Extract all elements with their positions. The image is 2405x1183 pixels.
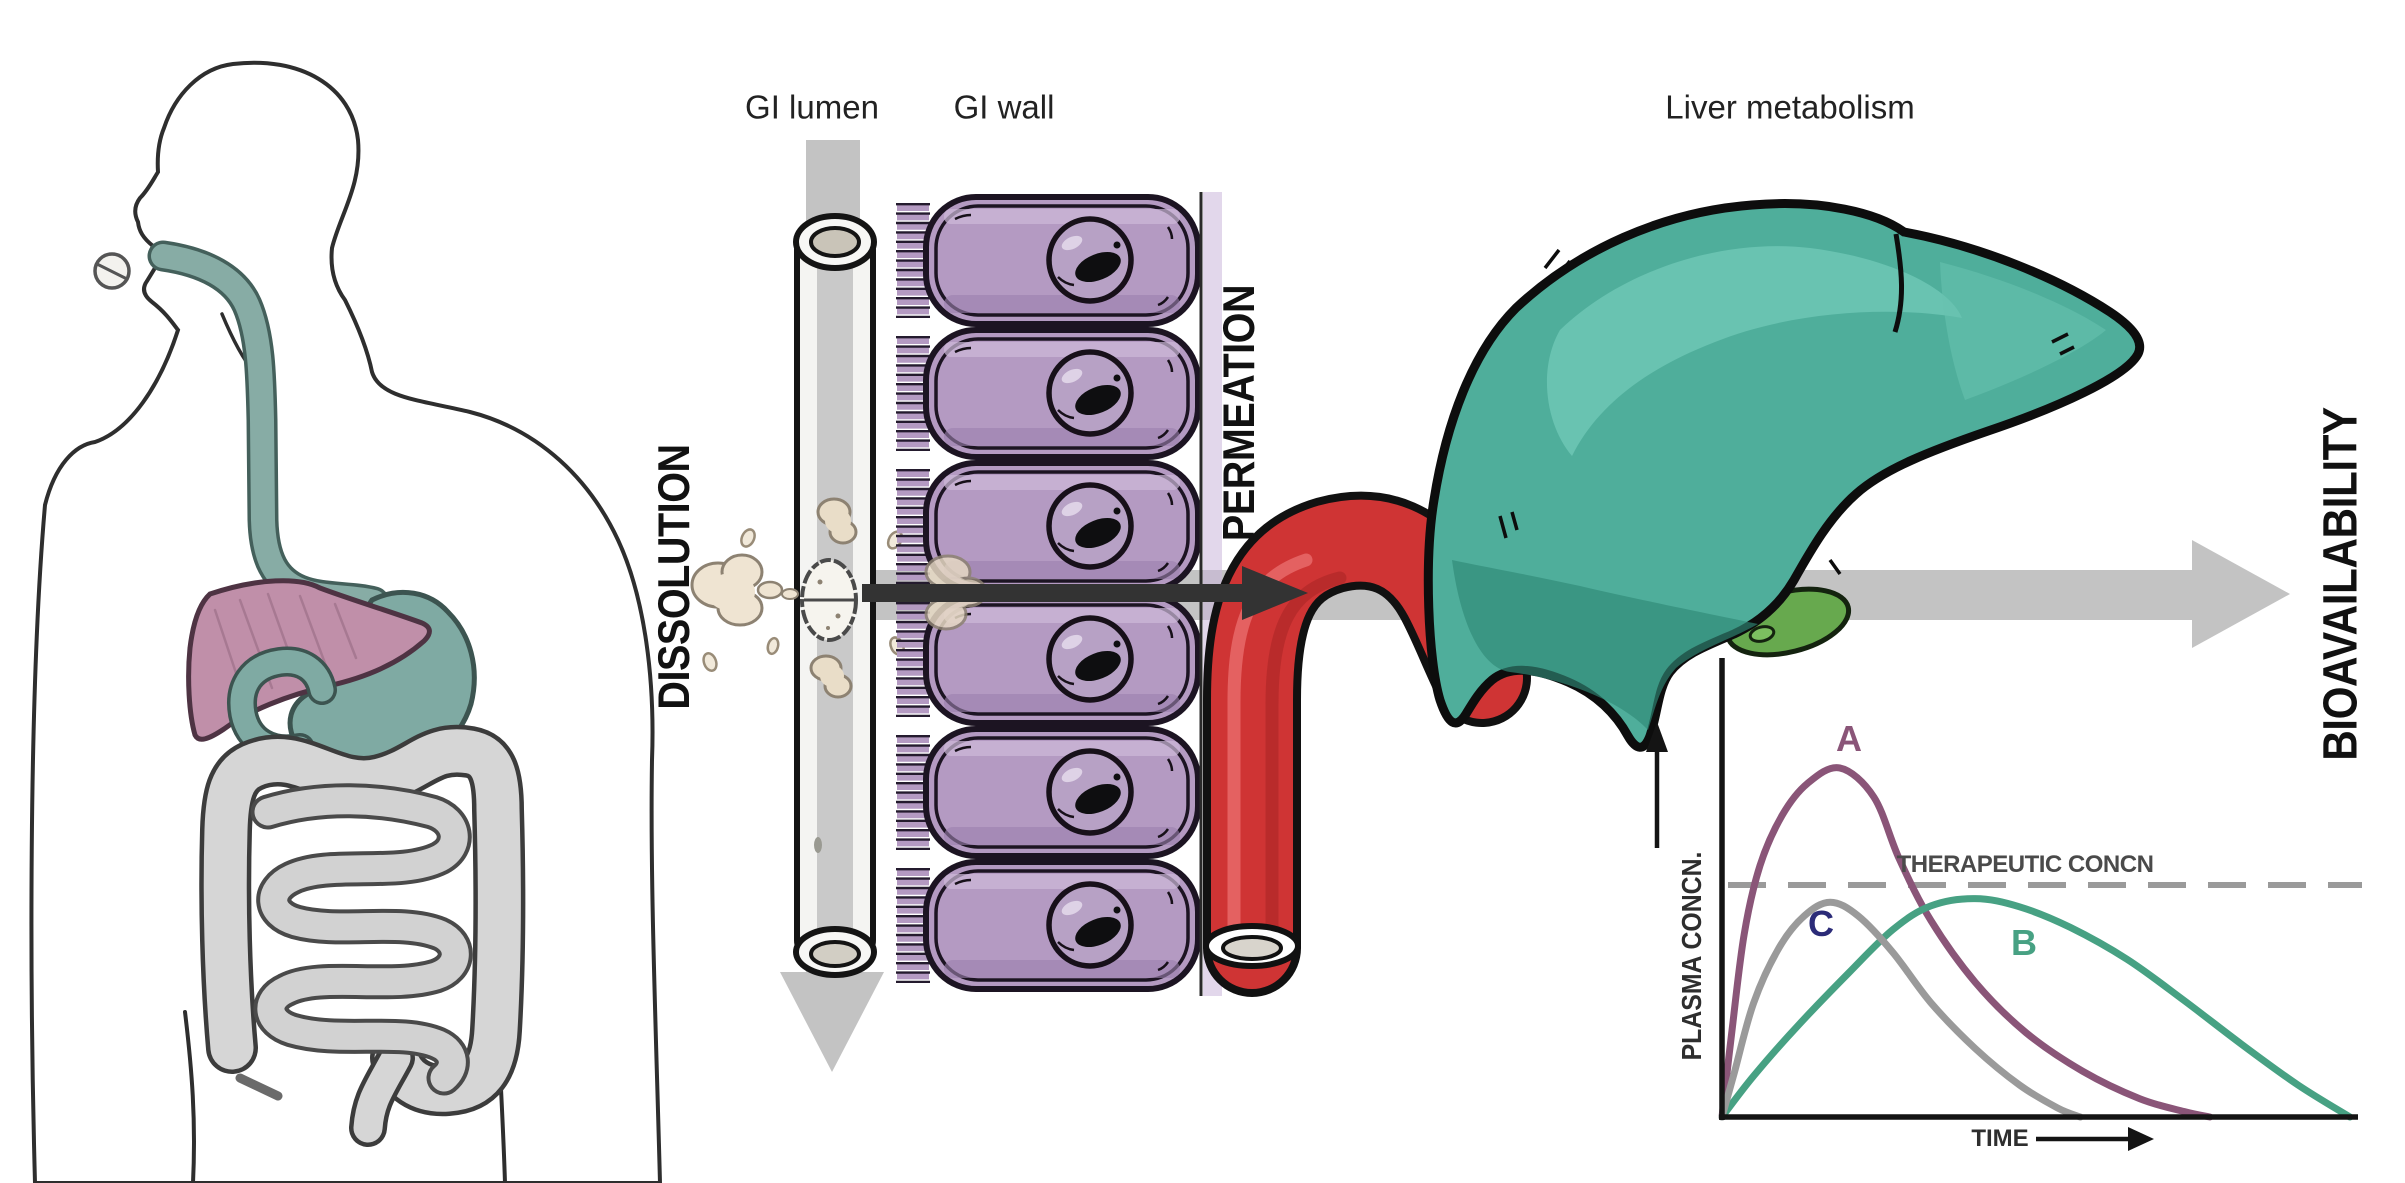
- gi-wall-label: GI wall: [953, 88, 1055, 126]
- bioavailability-label: BIOAVAILABILITY: [2312, 407, 2368, 761]
- liver-lobe-line: [1892, 233, 1905, 333]
- time-arrow-icon: [2036, 1127, 2154, 1151]
- curve-label-b: B: [2011, 922, 2037, 963]
- permeation-label: PERMEATION: [1214, 284, 1265, 542]
- armpit-left-line: [183, 1010, 197, 1183]
- liver-shadow: [1452, 560, 1758, 730]
- small-intestine: [250, 783, 473, 1096]
- chart-threshold-label: THERAPEUTIC CONCN: [1896, 851, 2154, 878]
- curve-b: [1718, 895, 2354, 1121]
- liver-organ: [1423, 199, 2145, 752]
- liver-highlight: [1546, 246, 1962, 456]
- y-axis-arrow-icon: [1646, 722, 1668, 848]
- dissolving-pill: [800, 558, 858, 642]
- plasma-concentration-chart: A B C: [1646, 658, 2362, 1151]
- liver-highlight-right: [1940, 262, 2106, 400]
- liver-metabolism-label: Liver metabolism: [1665, 88, 1915, 126]
- liver-sketch-marks: [1498, 248, 2075, 576]
- chart-ylabel: PLASMA CONCN.: [1675, 851, 1708, 1061]
- gi-lumen-label: GI lumen: [745, 88, 879, 126]
- curve-c: [1718, 898, 2084, 1121]
- chart-xlabel: TIME: [1971, 1125, 2029, 1152]
- curve-a: [1718, 764, 2214, 1121]
- pill-at-mouth-icon: [93, 252, 131, 290]
- large-intestine: [199, 724, 526, 1147]
- dissolution-label: DISSOLUTION: [649, 444, 700, 710]
- human-body-illustration: [29, 60, 663, 1183]
- curve-label-c: C: [1808, 903, 1834, 944]
- drug-permeation-arrow-icon: [862, 566, 1308, 620]
- curve-label-a: A: [1836, 718, 1862, 759]
